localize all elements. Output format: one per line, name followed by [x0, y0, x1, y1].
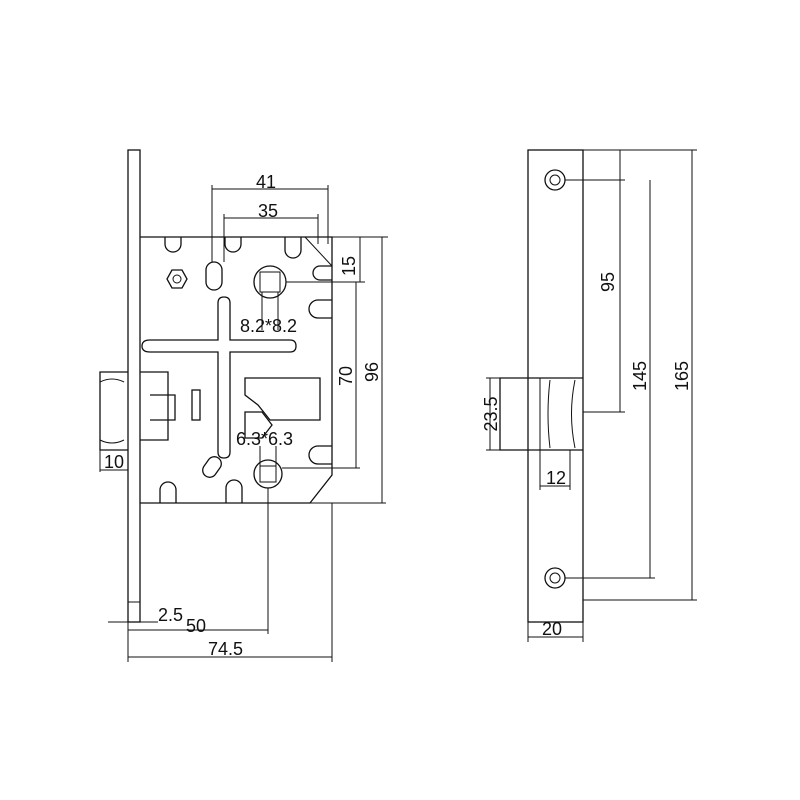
dimension-165: 165 — [672, 361, 692, 391]
top-slot — [224, 237, 242, 253]
square-spindle-hole — [259, 465, 277, 483]
dimension-2-5: 2.5 — [158, 605, 183, 625]
dimension-96: 96 — [362, 362, 382, 382]
upper-follower — [253, 265, 287, 299]
latch-slot — [191, 389, 201, 421]
strike-plate — [527, 149, 584, 623]
side-dimensions: 95 145 165 23.5 12 20 — [481, 149, 697, 642]
dimension-70: 70 — [336, 366, 356, 386]
screw-hole-bottom — [544, 567, 566, 589]
screw-hole-top — [544, 169, 566, 191]
slot-hole — [205, 261, 223, 291]
dimension-50: 50 — [186, 616, 206, 636]
top-slot — [164, 237, 182, 253]
dimension-15: 15 — [339, 256, 359, 276]
front-view — [99, 149, 333, 623]
lower-follower — [253, 459, 283, 489]
dimension-95: 95 — [598, 272, 618, 292]
dimension-12: 12 — [546, 468, 566, 488]
front-dimensions: 41 35 15 70 96 8.2*8.2 6.3*6.3 10 2.5 50… — [99, 172, 388, 662]
latch-cam-shape — [244, 411, 273, 439]
dimension-74-5: 74.5 — [208, 639, 243, 659]
top-slot — [284, 237, 302, 259]
edge-notch — [308, 299, 332, 319]
dimension-20: 20 — [542, 619, 562, 639]
dimension-8-2: 8.2*8.2 — [240, 316, 297, 336]
latch-bolt-side — [499, 377, 583, 451]
lock-case — [140, 236, 333, 504]
latch-bolt — [99, 371, 128, 451]
hex-screw — [166, 269, 188, 289]
dimension-10: 10 — [104, 452, 124, 472]
square-spindle-hole — [259, 271, 281, 293]
dimension-145: 145 — [630, 361, 650, 391]
faceplate — [127, 149, 141, 623]
dimension-23-5: 23.5 — [481, 396, 501, 431]
latch-cam — [244, 377, 321, 421]
dimension-41: 41 — [256, 172, 276, 192]
latch-spring — [140, 371, 176, 441]
cross-lever — [141, 296, 297, 459]
dimension-6-3: 6.3*6.3 — [236, 429, 293, 449]
bottom-slot — [159, 481, 177, 503]
edge-notch — [308, 445, 332, 465]
dimension-35: 35 — [258, 201, 278, 221]
slot-hole — [202, 456, 222, 478]
side-view — [499, 149, 584, 623]
bottom-slot — [225, 479, 243, 503]
edge-notch — [312, 265, 332, 281]
angled-cut — [304, 236, 333, 267]
